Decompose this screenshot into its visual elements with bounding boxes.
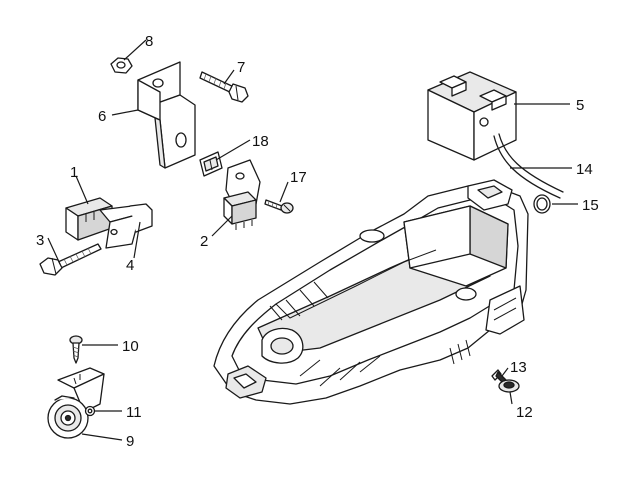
leader-12 bbox=[509, 391, 513, 405]
underseat-compartment bbox=[213, 179, 529, 405]
callout-12: 12 bbox=[516, 404, 533, 421]
leader-lines bbox=[47, 39, 578, 441]
leader-18 bbox=[215, 139, 251, 161]
regulator-part-1 bbox=[65, 197, 153, 249]
leader-4 bbox=[133, 221, 141, 259]
screw-part-17 bbox=[264, 199, 294, 214]
leader-3 bbox=[47, 237, 61, 265]
callout-5: 5 bbox=[576, 97, 584, 114]
leader-7 bbox=[223, 69, 235, 85]
clamp-part-15 bbox=[533, 194, 551, 214]
bracket-part-6 bbox=[137, 61, 196, 169]
bolt-part-3 bbox=[39, 243, 102, 276]
leader-17 bbox=[279, 181, 289, 203]
callout-13: 13 bbox=[510, 359, 527, 376]
battery-part-5 bbox=[427, 71, 517, 161]
leader-1 bbox=[75, 175, 89, 205]
bolt-part-7 bbox=[199, 71, 249, 103]
screw-part-10 bbox=[69, 335, 83, 364]
callout-2: 2 bbox=[200, 233, 208, 250]
callout-17: 17 bbox=[290, 169, 307, 186]
callout-7: 7 bbox=[237, 59, 245, 76]
nut-part-11 bbox=[84, 405, 96, 417]
grommet-part-12 bbox=[498, 379, 520, 393]
callout-10: 10 bbox=[122, 338, 139, 355]
callout-18: 18 bbox=[252, 133, 269, 150]
callout-8: 8 bbox=[145, 33, 153, 50]
callout-15: 15 bbox=[582, 197, 599, 214]
leader-2 bbox=[211, 215, 233, 237]
clip-part-18 bbox=[199, 151, 223, 177]
callout-labels: 8 7 6 18 17 2 1 3 4 10 11 9 5 14 15 13 1… bbox=[36, 33, 599, 450]
callout-6: 6 bbox=[98, 108, 106, 125]
leader-13 bbox=[501, 367, 509, 377]
callout-1: 1 bbox=[70, 164, 78, 181]
nut-part-8 bbox=[110, 57, 133, 74]
callout-14: 14 bbox=[576, 161, 593, 178]
leader-6 bbox=[111, 109, 139, 116]
callout-4: 4 bbox=[126, 257, 134, 274]
leader-8 bbox=[123, 39, 147, 61]
relay-part-2 bbox=[223, 159, 261, 230]
callout-9: 9 bbox=[126, 433, 134, 450]
callout-3: 3 bbox=[36, 232, 44, 249]
horn-part-9 bbox=[47, 367, 105, 439]
callout-11: 11 bbox=[126, 404, 142, 421]
leader-9 bbox=[81, 433, 123, 441]
